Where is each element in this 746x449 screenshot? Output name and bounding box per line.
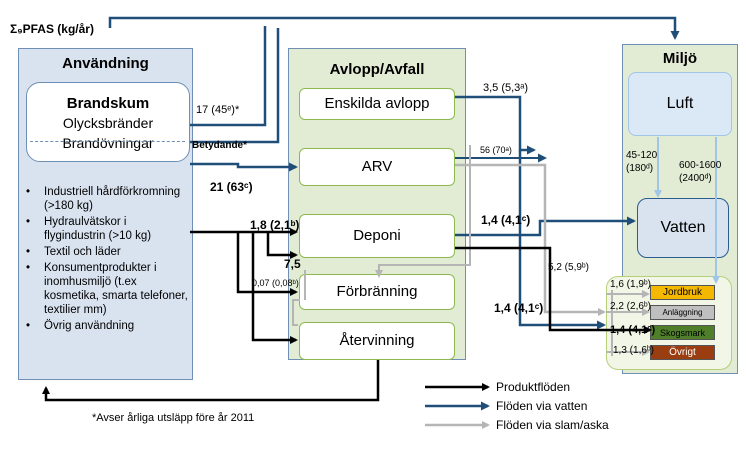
sludge-arv-to-soil [455,163,606,316]
box-vatten: Vatten [637,198,729,258]
uses-list: Industriell hårdförkromning (>180 kg) Hy… [22,185,190,335]
soil-jordbruk: Jordbruk [650,285,715,300]
brandskum-line1: Olycksbränder [62,115,154,131]
flow-soil-1: 1,6 (1,9ᵇ) [610,279,652,290]
box-deponi: Deponi [299,214,455,258]
box-atervinning: Återvinning [299,322,455,360]
avlopp-title: Avlopp/Avfall [329,61,425,78]
box-enskilda-avlopp: Enskilda avlopp [299,88,455,120]
flow-sludge: 5,2 (5,9ᵇ) [548,262,590,273]
flow-arv-out: 56 (70ᵃ) [480,145,512,155]
product-to-deponi-2 [266,232,298,259]
brandskum-line2: Brandövningar [62,135,154,151]
sludge-forbranning [292,299,300,326]
flow-air-low-paren: (180ᵈ) [626,163,654,174]
flow-air-high: 600-1600 [679,160,722,171]
flow-to-forbranning-small: 0,07 (0,08ᵇ) [252,278,299,288]
product-to-atervinning [251,232,298,344]
flow-enskilda-out: 3,5 (5,3ᵃ) [483,82,529,94]
arrow-arv-down [518,150,606,330]
flow-soil-4: 1,3 (1,6ᵇ) [613,345,655,356]
flow-soil-2: 2,2 (2,6ᵇ) [610,301,652,312]
legend-sludge: Flöden via slam/aska [496,418,609,432]
product-atervinning-back [42,360,380,402]
use-item: Industriell hårdförkromning (>180 kg) [22,185,190,213]
arrow-brandskum-up-1 [190,26,267,127]
product-to-forbranning [236,232,298,296]
arrow-brandskum-up-2 [190,28,280,144]
flow-air-low: 45-120 [626,150,658,161]
miljo-title: Miljö [662,50,698,67]
flow-to-forbranning-bold: 7,5 [284,257,301,271]
box-forbranning: Förbränning [299,274,455,310]
use-item: Hydraulvätskor i flygindustrin (>10 kg) [22,215,190,243]
anvandning-title: Användning [62,55,149,72]
arrow-to-arv [190,162,298,172]
flow-brandskum-out: 17 (45ᵉ)* [196,104,240,116]
product-deponi-to-soil [455,246,652,334]
flow-deponi-to-vatten: 1,4 (4,1ᶜ) [481,213,531,227]
use-item: Konsumentprodukter i inomhusmiljö (t.ex … [22,261,190,317]
soil-anlaggning: Anläggning [650,305,715,320]
flow-to-arv: 21 (63ᶜ) [210,180,253,194]
soil-ovrigt: Övrigt [650,345,715,360]
use-item: Övrig användning [22,319,190,333]
arrow-deponi-to-vatten [455,216,636,237]
flow-to-deponi: 1,8 (2,1ᵇ) [250,218,300,232]
flow-air-high-paren: (2400ᵈ) [679,173,712,184]
legend-product: Produktflöden [496,380,571,394]
arrow-top-to-miljo [108,16,680,40]
flow-soil-3: 1,4 (4,1ᶜ) [610,324,656,336]
header-label: Σ₉PFAS (kg/år) [10,22,94,36]
flow-betydande: Betydande* [192,140,248,151]
arrow-enskilda-out [455,95,536,155]
brandskum-box: Brandskum Olycksbränder Brandövningar [26,82,190,162]
legend-water: Flöden via vatten [496,399,588,413]
brandskum-divider [30,141,185,142]
use-item: Textil och läder [22,245,190,259]
flow-deponi-lower: 1,4 (4,1ᶜ) [494,301,544,315]
sludge-arv-back [375,145,471,278]
box-arv: ARV [299,148,455,186]
footnote: *Avser årliga utsläpp före år 2011 [92,412,255,424]
brandskum-title: Brandskum [66,95,150,112]
box-luft: Luft [628,72,732,136]
